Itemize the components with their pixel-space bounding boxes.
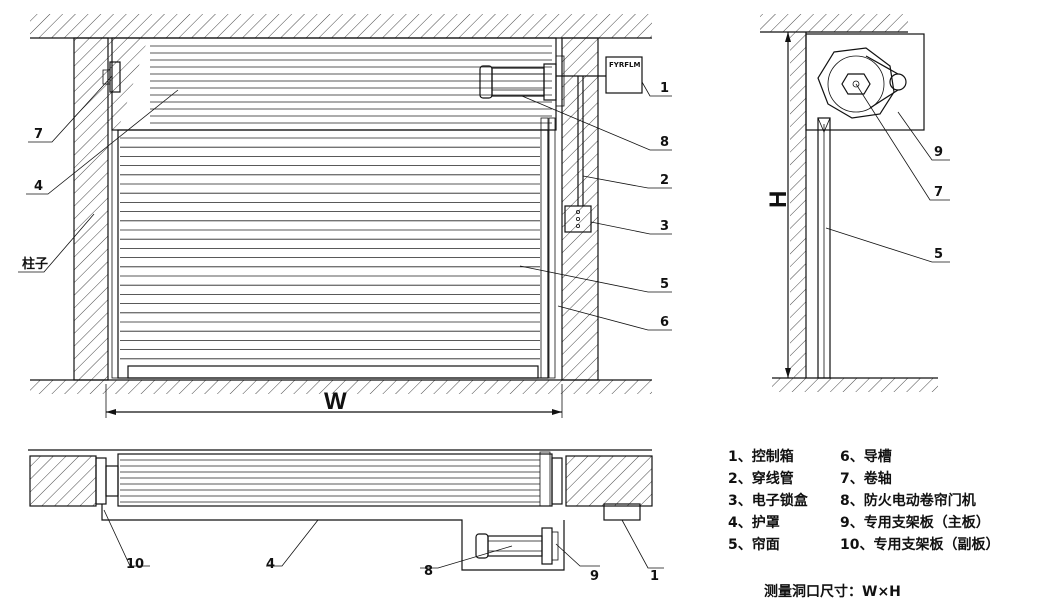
front-view: FYRFLM W 1 8 2 3 5 6 7 4 柱子	[18, 14, 672, 418]
hood-slats	[150, 45, 552, 124]
ceiling-hatch	[30, 14, 652, 38]
width-dimension-label: W	[324, 388, 347, 415]
floor-hatch	[30, 380, 652, 394]
callout-4-front: 4	[34, 179, 43, 194]
callout-9-side: 9	[934, 145, 943, 160]
legend-item: 8、防火电动卷帘门机	[840, 493, 976, 509]
left-guide-rail	[111, 129, 119, 379]
legend-item: 6、导槽	[840, 449, 892, 465]
legend-item: 3、电子锁盒	[728, 493, 808, 509]
right-column	[562, 38, 598, 380]
plan-curtain	[117, 453, 553, 507]
legend-row: 3、电子锁盒 8、防火电动卷帘门机	[728, 490, 999, 512]
door-motor	[479, 55, 565, 107]
side-ceiling-hatch	[760, 14, 908, 32]
side-floor-hatch	[772, 378, 938, 392]
side-wall-hatch	[790, 32, 806, 378]
callout-1-front: 1	[660, 81, 669, 96]
legend-item: 1、控制箱	[728, 449, 794, 465]
plan-bracket-right	[551, 457, 563, 505]
plan-view: 10 4 8 9 1	[28, 449, 664, 584]
legend-item: 2、穿线管	[728, 471, 794, 487]
callout-7-side: 7	[934, 185, 943, 200]
plan-shield	[101, 504, 565, 571]
callout-6-front: 6	[660, 315, 669, 330]
plan-left-wall	[30, 456, 96, 506]
callout-5-front: 5	[660, 277, 669, 292]
callout-8-plan: 8	[424, 564, 433, 579]
callout-4-plan: 4	[266, 557, 275, 572]
motor-sprocket	[889, 73, 907, 91]
legend-item: 7、卷轴	[840, 471, 892, 487]
callout-2-front: 2	[660, 173, 669, 188]
callout-10-plan: 10	[126, 557, 144, 572]
side-view: H 9 7 5	[760, 14, 950, 392]
curtain-slats	[120, 137, 540, 360]
legend-row: 1、控制箱 6、导槽	[728, 446, 999, 468]
callout-7-front: 7	[34, 127, 43, 142]
left-column	[74, 38, 108, 380]
control-box	[605, 56, 643, 94]
callout-1-plan: 1	[650, 569, 659, 584]
column-label: 柱子	[22, 256, 48, 272]
callout-5-side: 5	[934, 247, 943, 262]
callout-8-front: 8	[660, 135, 669, 150]
legend-row: 5、帘面 10、专用支架板（副板）	[728, 534, 999, 556]
callout-3-front: 3	[660, 219, 669, 234]
measurement-note: 测量洞口尺寸：W×H	[764, 584, 901, 600]
legend-row: 4、护罩 9、专用支架板（主板）	[728, 512, 999, 534]
roller-shaft	[817, 47, 895, 119]
right-guide-rail	[540, 117, 549, 379]
legend-item: 5、帘面	[728, 537, 780, 553]
main-bracket-plate	[805, 33, 925, 131]
bottom-bar	[127, 365, 539, 379]
legend-item: 4、护罩	[728, 515, 780, 531]
electronic-lock-box	[564, 205, 592, 233]
legend-item: 9、专用支架板（主板）	[840, 515, 990, 531]
height-dimension-label: H	[765, 191, 792, 208]
legend-row: 2、穿线管 7、卷轴	[728, 468, 999, 490]
plan-right-wall	[566, 456, 652, 506]
plan-bracket-left	[95, 457, 107, 505]
hood-hatch	[108, 38, 148, 130]
plan-motor	[475, 527, 559, 565]
plan-slats	[120, 459, 540, 503]
callout-9-plan: 9	[590, 569, 599, 584]
control-box-label: FYRFLM	[609, 61, 640, 69]
parts-legend: 1、控制箱 6、导槽 2、穿线管 7、卷轴 3、电子锁盒 8、防火电动卷帘门机 4、护…	[728, 446, 999, 556]
legend-item: 10、专用支架板（副板）	[840, 537, 1000, 553]
